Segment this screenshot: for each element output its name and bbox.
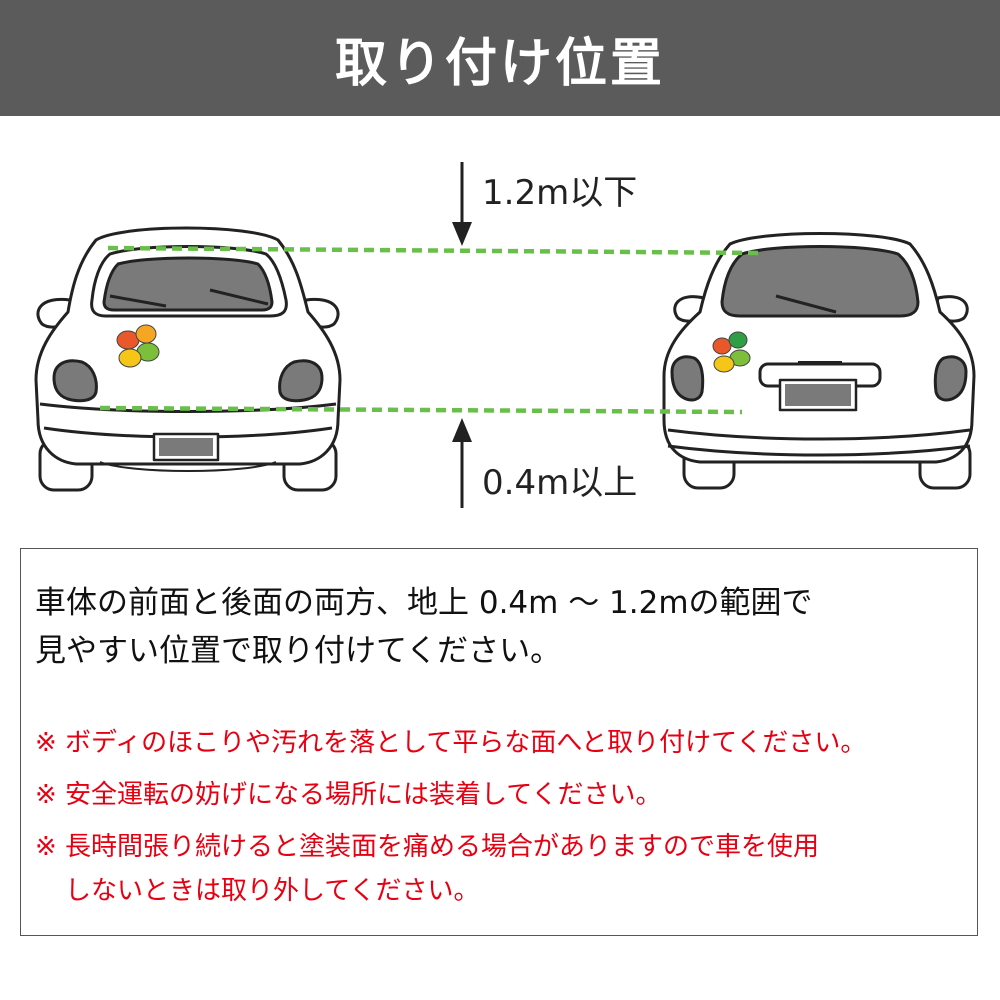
notes-list: ※ ボディのほこりや汚れを落として平らな面へと取り付けてください。 ※ 安全運転の妨…	[35, 721, 965, 921]
note-text: ボディのほこりや汚れを落として平らな面へと取り付けてください。	[65, 728, 867, 758]
note-mark: ※	[35, 780, 57, 810]
front-car-illustration	[34, 226, 342, 492]
rear-car-illustration	[662, 232, 976, 490]
note-text-continued: しないときは取り外してください。	[65, 876, 480, 906]
page-title: 取り付け位置	[334, 33, 665, 94]
lower-arrow-icon	[452, 418, 472, 508]
front-emblem-icon	[116, 324, 160, 368]
instruction-box: 車体の前面と後面の両方、地上 0.4m 〜 1.2mの範囲で 見やすい位置で取り…	[20, 548, 978, 936]
mounting-diagram: 1.2m以下 0.4m以上	[34, 162, 976, 508]
note-item: ※ 長時間張り続けると塗装面を痛める場合がありますので車を使用しないときは取り外し…	[35, 825, 965, 913]
lower-limit-label: 0.4m以上	[482, 463, 637, 503]
lower-guide-line	[99, 405, 743, 415]
main-instruction: 車体の前面と後面の両方、地上 0.4m 〜 1.2mの範囲で 見やすい位置で取り…	[35, 579, 965, 675]
note-text: 安全運転の妨げになる場所には装着してください。	[65, 780, 662, 810]
note-mark: ※	[35, 728, 57, 758]
main-instruction-line1: 車体の前面と後面の両方、地上 0.4m 〜 1.2mの範囲で	[35, 585, 813, 621]
upper-limit-label: 1.2m以下	[482, 173, 637, 213]
rear-emblem-icon	[712, 331, 751, 373]
note-text: 長時間張り続けると塗装面を痛める場合がありますので車を使用	[65, 832, 820, 862]
header-bar: 取り付け位置	[0, 0, 1000, 116]
main-instruction-line2: 見やすい位置で取り付けてください。	[35, 633, 562, 669]
note-mark: ※	[35, 832, 57, 862]
note-item: ※ 安全運転の妨げになる場所には装着してください。	[35, 773, 965, 817]
upper-guide-line	[107, 245, 761, 256]
note-item: ※ ボディのほこりや汚れを落として平らな面へと取り付けてください。	[35, 721, 965, 765]
upper-arrow-icon	[452, 162, 472, 246]
